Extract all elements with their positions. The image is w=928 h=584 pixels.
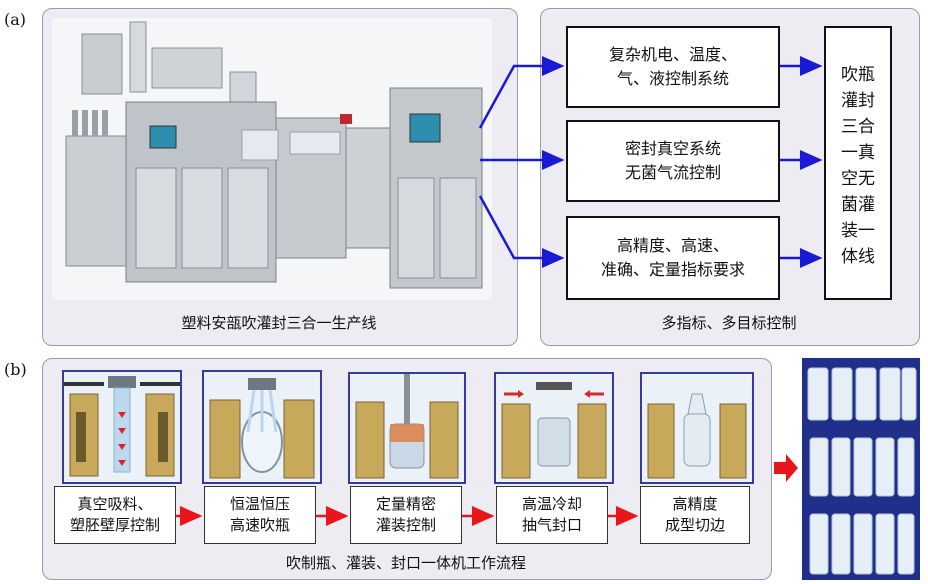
trimming-illustration (642, 374, 752, 482)
control-box-2: 密封真空系统 无菌气流控制 (566, 120, 780, 202)
panel-a-label: (a) (4, 10, 27, 29)
arrow-to-box-1 (478, 56, 565, 129)
ampoule-product-image (802, 358, 920, 580)
process-caption: 吹制瓶、灌装、封口一体机工作流程 (285, 554, 526, 572)
blow-molding-thumbnail (202, 370, 322, 484)
arrow-to-product (774, 454, 798, 482)
sealing-thumbnail (494, 372, 614, 484)
vacuum-suction-thumbnail (62, 370, 182, 484)
step-trimming: 高精度 成型切边 (640, 486, 750, 544)
filling-thumbnail (348, 372, 466, 484)
integrated-line-box: 吹瓶 灌封 三合 一真 空无 菌灌 装一 体线 (824, 26, 892, 300)
control-box-3: 高精度、高速、 准确、定量指标要求 (566, 216, 780, 300)
blow-molding-illustration (204, 372, 320, 482)
sealing-illustration (496, 374, 612, 482)
filling-illustration (350, 374, 464, 482)
step-filling: 定量精密 灌装控制 (350, 486, 462, 544)
panel-b-label: (b) (4, 360, 27, 379)
step-vacuum-suction: 真空吸料、 塑胚壁厚控制 (54, 486, 176, 544)
production-line-caption: 塑料安瓿吹灌封三合一生产线 (181, 314, 377, 332)
trimming-thumbnail (640, 372, 754, 484)
step-sealing: 高温冷却 抽气封口 (496, 486, 608, 544)
production-line-machine-image (52, 18, 492, 300)
control-box-1: 复杂机电、温度、 气、液控制系统 (566, 26, 780, 108)
integrated-line-text: 吹瓶 灌封 三合 一真 空无 菌灌 装一 体线 (841, 65, 875, 267)
control-caption: 多指标、多目标控制 (661, 314, 797, 332)
vacuum-suction-illustration (64, 372, 180, 482)
step-blow-molding: 恒温恒压 高速吹瓶 (204, 486, 316, 544)
arrow-to-box-3 (478, 195, 565, 268)
